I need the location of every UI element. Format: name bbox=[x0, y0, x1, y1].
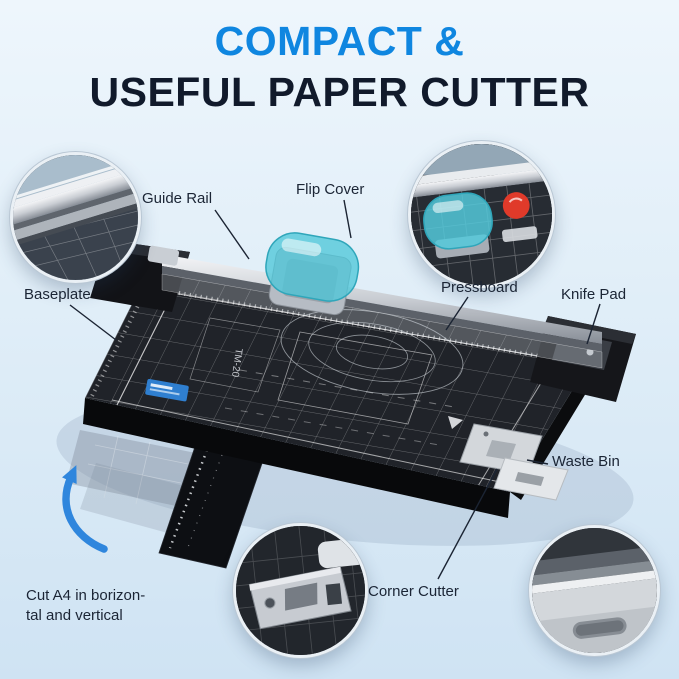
cut-a4-line-2: tal and vertical bbox=[26, 607, 123, 625]
inset-guide-rail-closeup bbox=[10, 152, 141, 283]
leader-lines bbox=[69, 199, 601, 580]
cut-a4-line-1: Cut A4 in borizon- bbox=[26, 587, 146, 604]
callout-label-flip-cover: Flip Cover bbox=[296, 181, 365, 198]
brand-sticker bbox=[145, 378, 189, 402]
waste-bin-part bbox=[493, 457, 569, 501]
flip-cover-shell bbox=[265, 232, 360, 302]
callout-label-guide-rail: Guide Rail bbox=[142, 190, 213, 207]
callout-label-corner-cutter: Corner Cutter bbox=[368, 583, 459, 600]
model-marking: TM-20 bbox=[229, 348, 244, 379]
alignment-arrow-mark bbox=[448, 416, 463, 429]
title-line-1: COMPACT & bbox=[214, 18, 465, 64]
callout-label-waste-bin: Waste Bin bbox=[552, 453, 620, 470]
callout-label-baseplate: Baseplate bbox=[24, 286, 91, 303]
rotate-arrow-icon bbox=[62, 465, 108, 553]
callout-label-cut-a4: Cut A4 in borizon- tal and vertical bbox=[26, 586, 145, 627]
callout-label-knife-pad: Knife Pad bbox=[561, 286, 627, 303]
title-line-2: USEFUL PAPER CUTTER bbox=[89, 69, 590, 116]
callout-label-pressboard: Pressboard bbox=[441, 279, 518, 296]
inset-corner-cutter-closeup bbox=[233, 523, 368, 658]
inset-flip-cover-closeup bbox=[408, 141, 555, 288]
page-title: COMPACT & USEFUL PAPER CUTTER bbox=[0, 18, 679, 116]
inset-waste-bin-closeup bbox=[529, 525, 660, 656]
